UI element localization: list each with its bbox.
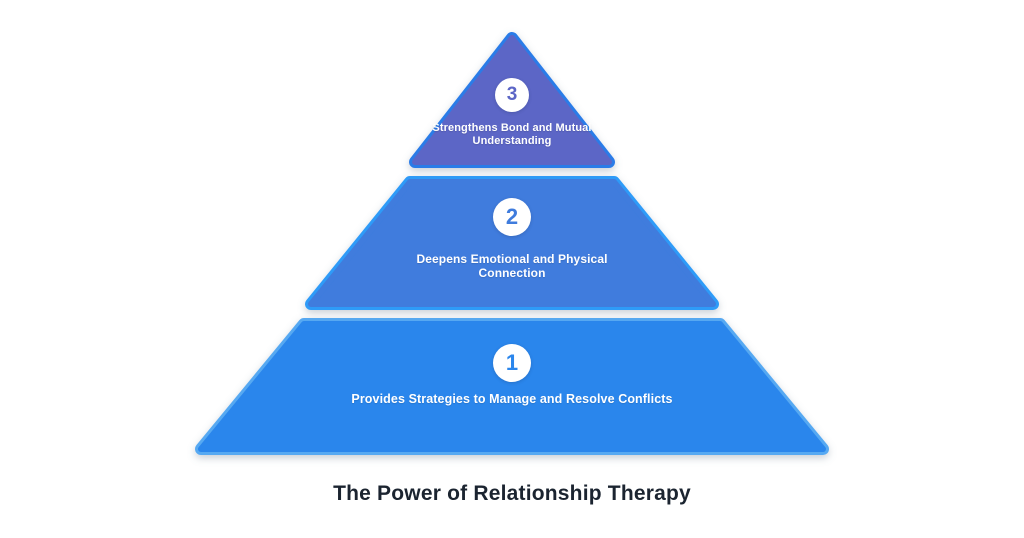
pyramid-level-2-shape xyxy=(305,176,719,310)
pyramid-level-1-fill xyxy=(198,321,826,452)
pyramid-level-2-fill xyxy=(308,179,716,307)
pyramid-level-1-shape xyxy=(195,318,829,455)
pyramid-level-3-shape xyxy=(409,32,615,168)
pyramid-level-3-fill xyxy=(412,35,612,165)
